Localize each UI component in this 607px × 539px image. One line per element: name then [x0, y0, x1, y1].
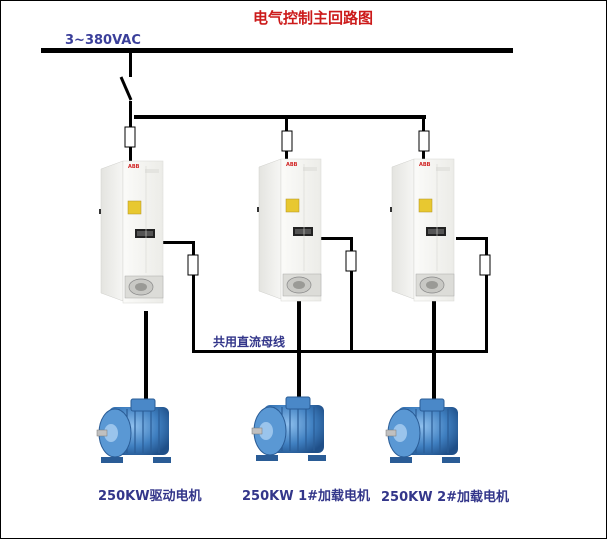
motor-label: 250KW 1#加载电机: [242, 489, 371, 504]
drive-cabinet-icon: [389, 158, 455, 302]
dc-bus-wiring: [163, 237, 488, 353]
motor-label: 250KW驱动电机: [98, 489, 202, 504]
motor-icon: [96, 398, 172, 464]
motor-cables: [144, 289, 436, 403]
fuse-icon: [345, 250, 357, 272]
fuse-icon: [187, 254, 199, 276]
ac-supply-bus: [41, 48, 513, 53]
supply-voltage-label: 3~380VAC: [65, 34, 141, 46]
drive-cabinet-icon: [98, 160, 164, 304]
diagram-title: 电气控制主回路图: [253, 9, 374, 27]
drive-brand-label: ABB: [286, 162, 298, 168]
fuse-icon: [418, 130, 430, 152]
motor-icon: [251, 396, 327, 462]
dc-bus-label: 共用直流母线: [213, 335, 286, 349]
ac-distribution-bus: [134, 115, 426, 119]
drive-brand-label: ABB: [128, 164, 140, 170]
fuse-icon: [281, 130, 293, 152]
drive-cabinet-icon: [256, 158, 322, 302]
drive-brand-label: ABB: [419, 162, 431, 168]
motor-icon: [385, 398, 461, 464]
fuse-icon: [479, 254, 491, 276]
motor-label: 250KW 2#加载电机: [381, 490, 510, 505]
fuse-icon: [124, 126, 136, 148]
feeder-wire: [129, 51, 132, 77]
main-switch: [119, 76, 133, 101]
